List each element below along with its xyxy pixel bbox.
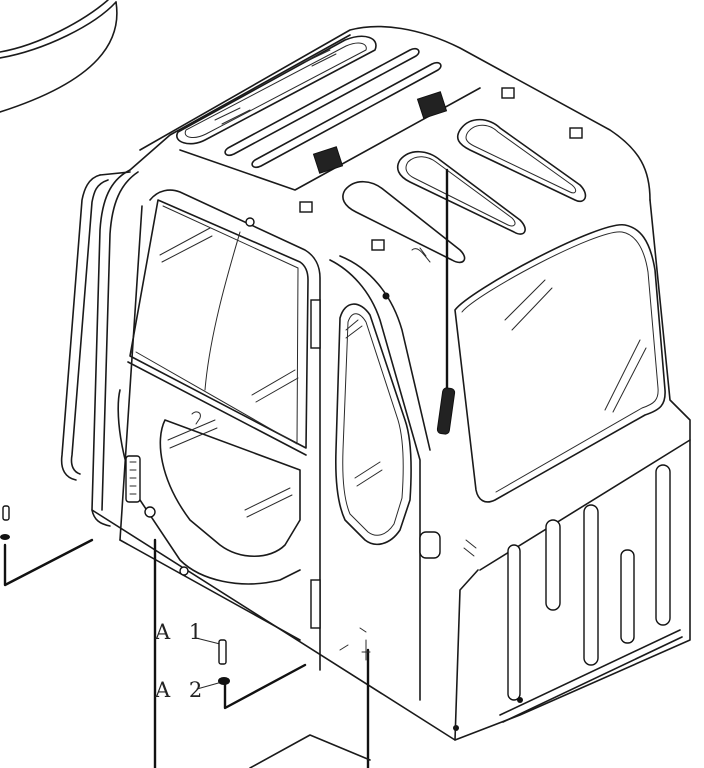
callout-a2: A 2 bbox=[155, 678, 209, 702]
fasteners bbox=[0, 505, 230, 685]
cab-body bbox=[91, 168, 691, 741]
bolt-icon bbox=[218, 639, 227, 665]
washer-icon bbox=[218, 677, 230, 685]
cab-roof bbox=[129, 25, 651, 300]
bolt-icon bbox=[2, 505, 10, 521]
callout-a1: A 1 bbox=[155, 620, 209, 644]
leader-lines bbox=[3, 538, 371, 768]
washer-icon bbox=[0, 534, 10, 540]
counterweight-fragment bbox=[0, 0, 118, 113]
